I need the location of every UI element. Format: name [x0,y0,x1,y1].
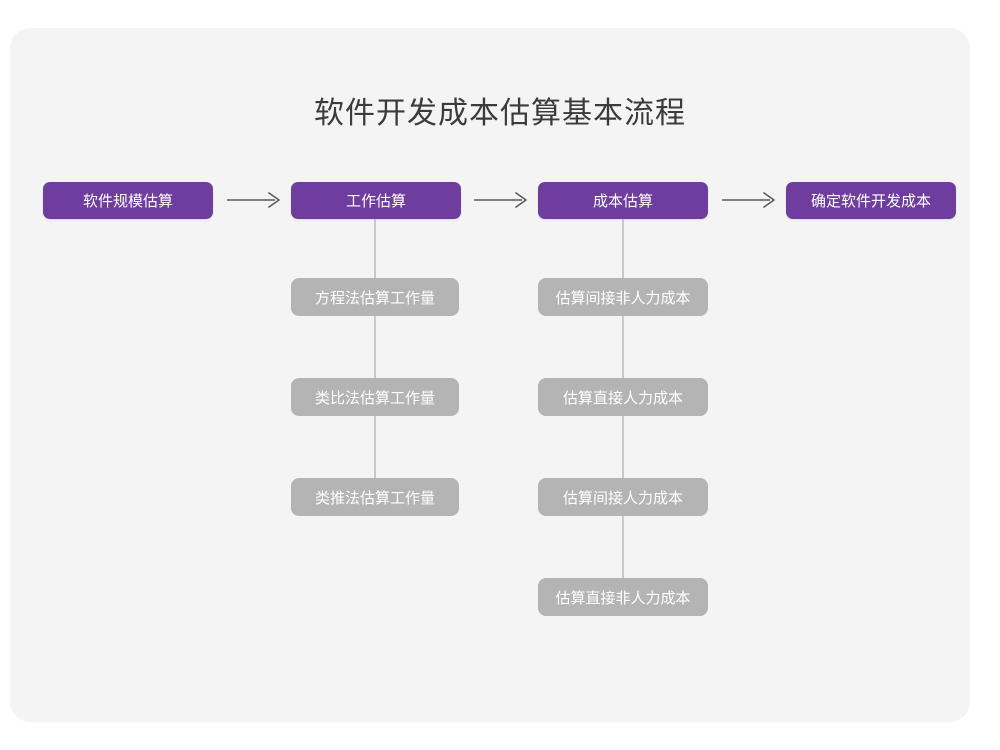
diagram-card-background [10,28,970,722]
page-title: 软件开发成本估算基本流程 [314,97,686,130]
sub-node-equation-method-effort[interactable]: 方程法估算工作量 [291,278,459,316]
sub-node-direct-nonlabor-cost[interactable]: 估算直接非人力成本 [538,578,708,616]
stage-node-cost-estimation[interactable]: 成本估算 [538,182,708,219]
stage-node-software-scale-estimation[interactable]: 软件规模估算 [43,182,213,219]
sub-node-analogy-method-effort[interactable]: 类比法估算工作量 [291,378,459,416]
sub-node-direct-labor-cost[interactable]: 估算直接人力成本 [538,378,708,416]
sub-node-indirect-nonlabor-cost[interactable]: 估算间接非人力成本 [538,278,708,316]
stage-node-work-estimation[interactable]: 工作估算 [291,182,461,219]
stage-node-determine-development-cost[interactable]: 确定软件开发成本 [786,182,956,219]
sub-node-inference-method-effort[interactable]: 类推法估算工作量 [291,478,459,516]
connector-line-work-estimation [374,219,376,481]
sub-node-indirect-labor-cost[interactable]: 估算间接人力成本 [538,478,708,516]
right-arrow-icon-3 [721,190,779,210]
right-arrow-icon-1 [226,190,284,210]
right-arrow-icon-2 [473,190,531,210]
